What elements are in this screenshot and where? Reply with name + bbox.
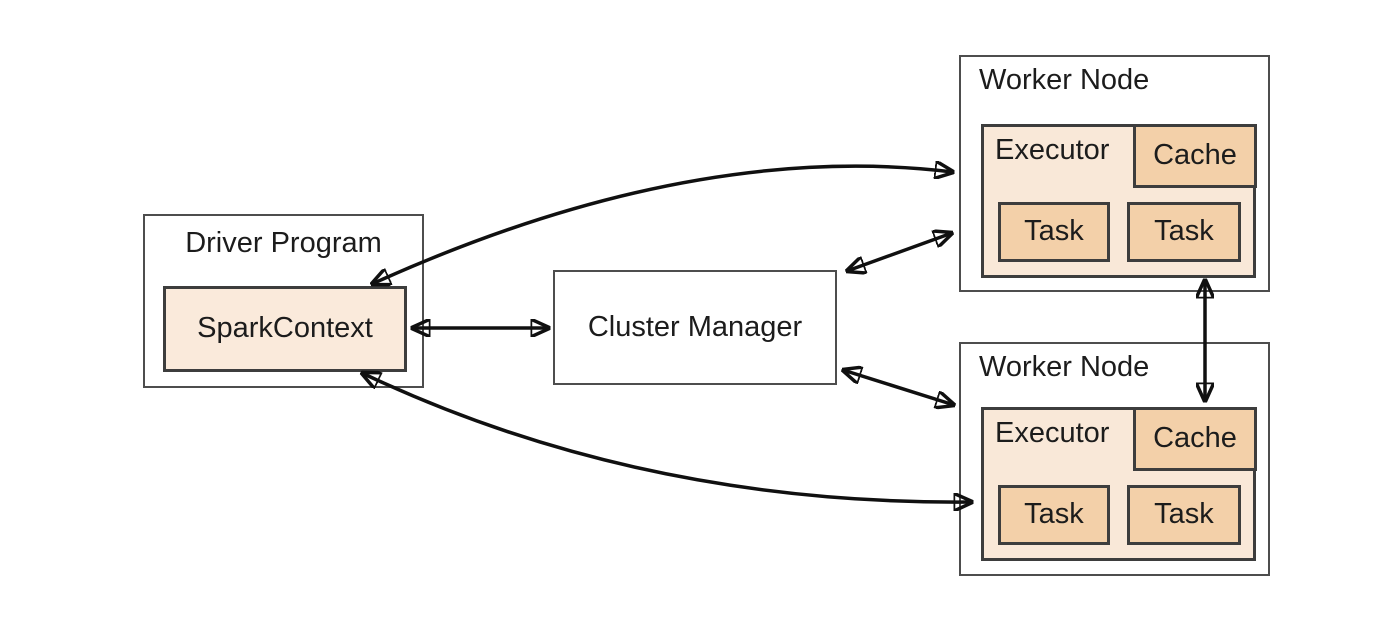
worker-node-top-cache-box: Cache (1133, 124, 1257, 188)
worker-node-bottom-box: Worker Node Executor Cache Task Task (959, 342, 1270, 576)
worker-node-bottom-cache-box: Cache (1133, 407, 1257, 471)
worker-node-top-task2-label: Task (1154, 215, 1214, 248)
arrow-driver-workerbottom-curved (362, 373, 972, 502)
worker-node-top-label: Worker Node (979, 64, 1150, 96)
worker-node-bottom-task2-label: Task (1154, 498, 1214, 531)
arrow-driver-workertop-curved (372, 166, 953, 284)
worker-node-bottom-executor-box: Executor Cache Task Task (981, 407, 1257, 561)
worker-node-top-task1-box: Task (998, 202, 1110, 262)
worker-node-top-executor-label: Executor (995, 134, 1110, 166)
worker-node-bottom-task2-box: Task (1127, 485, 1241, 545)
worker-node-top-task2-box: Task (1127, 202, 1241, 262)
worker-node-top-task1-label: Task (1024, 215, 1084, 248)
sparkcontext-box: SparkContext (163, 286, 407, 372)
arrow-clustermanager-workerbottom (843, 370, 954, 405)
worker-node-bottom-label: Worker Node (979, 351, 1150, 383)
worker-node-bottom-task1-box: Task (998, 485, 1110, 545)
cluster-manager-box: Cluster Manager (553, 270, 837, 385)
worker-node-bottom-cache-label: Cache (1153, 422, 1237, 455)
worker-node-bottom-task1-label: Task (1024, 498, 1084, 531)
worker-node-top-cache-label: Cache (1153, 139, 1237, 172)
driver-program-label: Driver Program (185, 227, 382, 259)
arrow-clustermanager-workertop (847, 233, 952, 271)
cluster-manager-label: Cluster Manager (587, 310, 803, 343)
worker-node-top-box: Worker Node Executor Cache Task Task (959, 55, 1270, 292)
worker-node-bottom-executor-label: Executor (995, 417, 1110, 449)
sparkcontext-label: SparkContext (197, 312, 373, 345)
worker-node-top-executor-box: Executor Cache Task Task (981, 124, 1257, 278)
driver-program-box: Driver Program SparkContext (143, 214, 424, 388)
